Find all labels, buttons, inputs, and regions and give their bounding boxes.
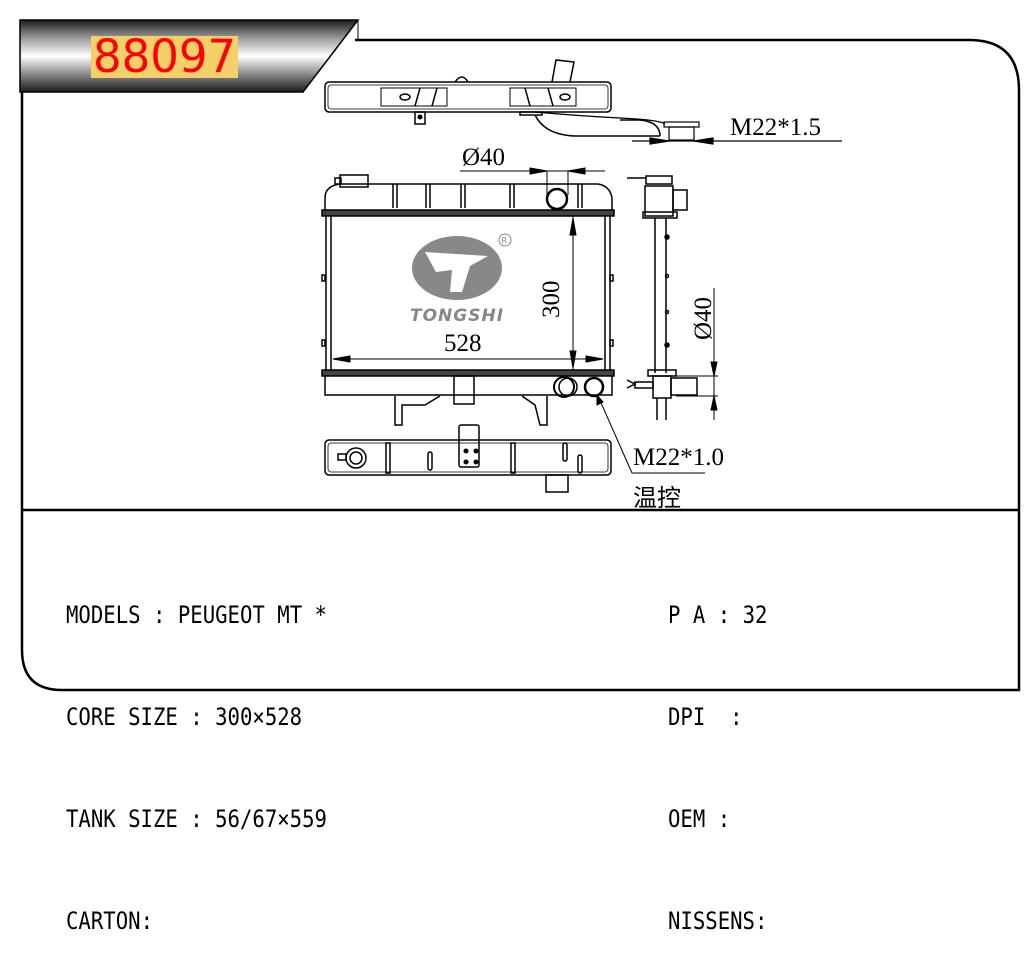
spec-row-pa: P A : 32 (668, 601, 768, 629)
part-number: 88097 (91, 30, 239, 83)
radiator-side-view (626, 175, 698, 420)
spec-row-carton: CARTON: (66, 907, 153, 935)
sensor-callout-leader (596, 393, 705, 474)
spec-row-tank-size: TANK SIZE : 56/67×559 (66, 805, 327, 833)
sheet-border (20, 38, 1021, 692)
radiator-front-view (321, 174, 615, 426)
tongshi-logo-icon: R (412, 233, 512, 300)
logo-wordmark: TONGSHI (410, 306, 505, 326)
cap-thread-label: M22*1.5 (730, 114, 821, 141)
svg-text:R: R (502, 236, 508, 245)
side-pipe-diameter-label: Ø40 (690, 296, 717, 340)
sensor-thread-label: M22*1.0 (633, 444, 724, 471)
spec-row-core-size: CORE SIZE : 300×528 (66, 703, 303, 731)
sensor-label: 温控 (633, 484, 681, 512)
top-tank-plan-view (324, 59, 661, 137)
top-pipe-diameter-label: Ø40 (462, 144, 506, 171)
side-dimension-lines (676, 288, 718, 420)
spec-row-dpi: DPI : (668, 703, 743, 731)
spec-row-nissens: NISSENS: (668, 907, 768, 935)
cap-callout (534, 111, 842, 145)
spec-row-models: MODELS : PEUGEOT MT * (66, 601, 327, 629)
spec-row-oem: OEM : (668, 805, 731, 833)
bottom-tank-plan-view (324, 424, 612, 493)
spec-list-right: P A : 32 DPI : OEM : NISSENS: (668, 530, 784, 972)
core-width-label: 528 (444, 330, 482, 357)
spec-list-left: MODELS : PEUGEOT MT * CORE SIZE : 300×52… (66, 530, 369, 972)
dimension-lines (332, 167, 605, 370)
core-height-label: 300 (538, 280, 565, 319)
